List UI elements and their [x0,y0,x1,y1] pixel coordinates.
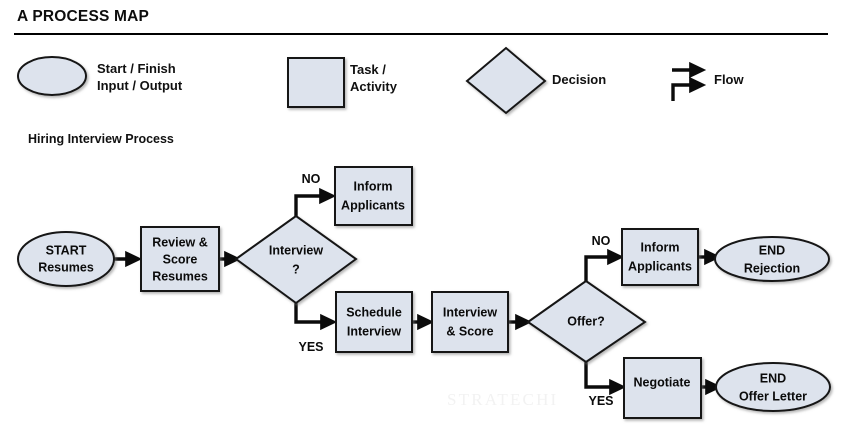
node-offer-question-shape [526,279,647,364]
connector-interview-yes-to-schedule [294,303,338,331]
page-title: A PROCESS MAP [17,8,150,25]
node-inform-applicants-1-line1: Inform [354,179,393,193]
node-end-offer-letter-line2: Offer Letter [739,389,807,403]
node-negotiate-line1: Negotiate [634,375,691,389]
node-schedule-interview[interactable]: Schedule Interview [335,291,413,353]
node-start-shape [17,231,115,287]
node-interview-question[interactable]: Interview ? [234,214,358,305]
legend-label-decision: Decision [552,72,607,87]
node-interview-score[interactable]: Interview & Score [431,291,509,353]
legend-rectangle-icon [287,57,345,108]
node-schedule-interview-line1: Schedule [346,305,402,319]
node-start-line2: Resumes [38,260,94,274]
legend-label-flow: Flow [714,72,744,87]
node-end-offer-letter-line1: END [760,371,786,385]
title-divider [14,33,828,35]
node-inform-applicants-2[interactable]: Inform Applicants [621,228,699,286]
branch-label-interview-yes: YES [298,340,323,354]
node-schedule-interview-shape [335,291,413,353]
branch-label-offer-no: NO [592,234,611,248]
legend-label-terminator: Start / Finish Input / Output [97,61,183,93]
branch-label-offer-yes: YES [588,394,613,408]
node-inform-applicants-1-line2: Applicants [341,198,405,212]
node-end-rejection-shape [714,236,830,282]
node-review-shape [140,226,220,292]
node-review[interactable]: Review & Score Resumes [140,226,220,292]
connector-offer-no-to-inform [584,248,625,281]
node-interview-question-shape [234,214,358,305]
node-schedule-interview-line2: Interview [347,324,401,338]
node-inform-applicants-1[interactable]: Inform Applicants [334,166,413,226]
node-inform-applicants-2-line1: Inform [641,240,680,254]
legend-arrow-icon [671,61,707,101]
legend-label-task: Task / Activity [350,62,397,94]
node-interview-score-line1: Interview [443,305,497,319]
watermark: STRATECHI [447,390,559,409]
diagram-subtitle: Hiring Interview Process [28,132,174,146]
branch-label-interview-no: NO [302,172,321,186]
node-start-line1: START [46,243,87,257]
node-end-rejection-line2: Rejection [744,261,800,275]
node-interview-score-shape [431,291,509,353]
node-inform-applicants-2-line2: Applicants [628,259,692,273]
node-negotiate-shape [623,357,702,419]
node-interview-question-line2: ? [292,262,300,276]
node-review-line3: Resumes [152,269,208,283]
node-start[interactable]: START Resumes [17,231,115,287]
node-end-offer-letter[interactable]: END Offer Letter [715,362,831,412]
node-end-rejection[interactable]: END Rejection [714,236,830,282]
node-review-line2: Score [163,252,198,266]
legend-ellipse-icon [17,56,87,96]
node-negotiate[interactable]: Negotiate [623,357,702,419]
node-interview-question-line1: Interview [269,243,323,257]
connector-offer-yes-to-negotiate [584,362,627,396]
legend-diamond-icon [465,46,547,115]
node-review-line1: Review & [152,235,208,249]
node-offer-question[interactable]: Offer? [526,279,647,364]
node-interview-score-line2: & Score [446,324,493,338]
node-inform-applicants-1-shape [334,166,413,226]
node-end-rejection-line1: END [759,243,785,257]
node-offer-question-line1: Offer? [567,314,605,328]
node-end-offer-letter-shape [715,362,831,412]
node-inform-applicants-2-shape [621,228,699,286]
connector-interview-no-to-inform [294,187,337,216]
